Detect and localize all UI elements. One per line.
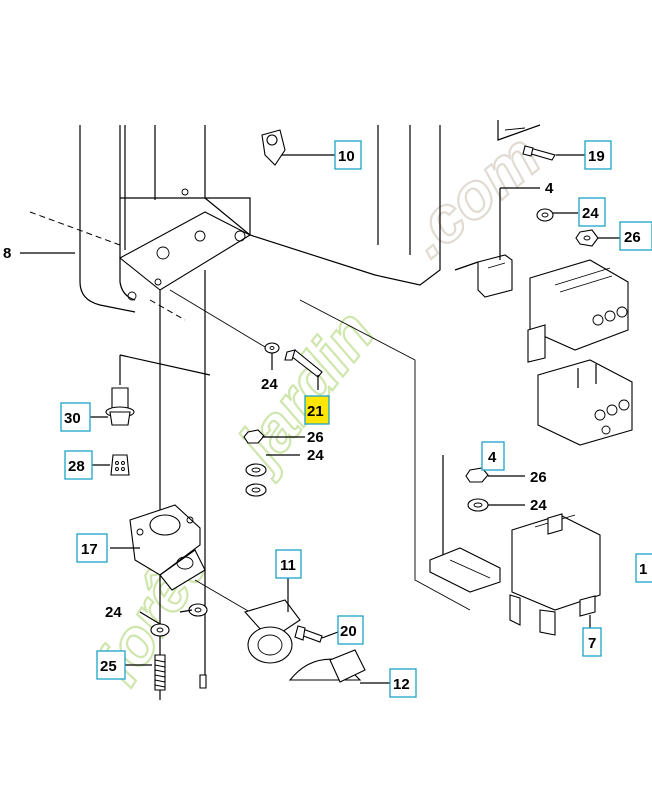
callout-12[interactable]: 12: [389, 668, 417, 698]
fitting-11-part: [194, 579, 323, 664]
overload-relay-part: [537, 359, 633, 446]
contactor-lower-part: [509, 513, 601, 636]
housing-part: [29, 125, 471, 700]
callout-7-label: 7: [588, 635, 596, 652]
callout-10[interactable]: 10: [334, 140, 362, 170]
callout-24-right-top[interactable]: 24: [578, 197, 606, 227]
callout-30-label: 30: [64, 410, 81, 427]
callout-17-label: 17: [81, 541, 98, 558]
washer-nut-top-right: [536, 208, 599, 247]
callout-20-label: 20: [340, 623, 357, 640]
callout-20[interactable]: 20: [337, 615, 364, 645]
callout-19-label: 19: [588, 148, 605, 165]
callout-24-right-mid: 24: [530, 497, 547, 514]
callout-26-mid: 26: [307, 429, 324, 446]
callout-26-right-mid: 26: [530, 469, 547, 486]
callout-11-label: 11: [280, 557, 296, 574]
flange-17-part: [129, 504, 206, 591]
connector-30-part: [105, 354, 211, 476]
watermark-part2: jardin: [220, 297, 388, 484]
bracket-4-top-part: [454, 254, 513, 298]
callout-28-label: 28: [68, 458, 85, 475]
callout-17[interactable]: 17: [76, 533, 108, 563]
callout-24-mid: 24: [261, 376, 278, 393]
watermark-part3: .com: [393, 120, 554, 271]
callout-4-mid[interactable]: 4: [481, 441, 505, 471]
callout-1-edge[interactable]: 1: [635, 553, 652, 583]
callout-30[interactable]: 30: [60, 402, 91, 432]
callout-4-mid-label: 4: [488, 449, 497, 466]
callout-26-right-top[interactable]: 26: [619, 221, 652, 251]
callout-19[interactable]: 19: [584, 140, 612, 170]
callout-12-label: 12: [393, 676, 410, 693]
leader-lines: [20, 154, 620, 684]
contactor-upper-part: [527, 259, 629, 363]
callout-21-highlighted[interactable]: 21: [304, 395, 330, 425]
callout-26-right-top-label: 26: [624, 229, 641, 246]
callout-8: 8: [3, 245, 11, 262]
screw-19-part: [497, 120, 556, 161]
callout-1-edge-label: 1: [639, 561, 647, 578]
nut-washers-center: [243, 429, 267, 497]
callout-7[interactable]: 7: [582, 627, 602, 657]
callout-10-label: 10: [338, 148, 355, 165]
callout-24-mid2: 24: [307, 447, 324, 464]
screw-21-part: [264, 342, 323, 390]
callout-25-label: 25: [100, 658, 117, 675]
callout-24-bottom: 24: [105, 604, 122, 621]
clip-part: [261, 129, 286, 166]
part-12: [288, 649, 366, 683]
callout-4-top: 4: [545, 180, 554, 197]
bracket-4-mid-part: [429, 455, 501, 593]
callout-11[interactable]: 11: [275, 549, 302, 579]
callout-24-right-top-label: 24: [582, 205, 599, 222]
callout-21-label: 21: [307, 403, 324, 420]
washers-bottom-part: [150, 603, 208, 691]
callout-28[interactable]: 28: [64, 450, 93, 480]
callout-25[interactable]: 25: [96, 650, 126, 680]
